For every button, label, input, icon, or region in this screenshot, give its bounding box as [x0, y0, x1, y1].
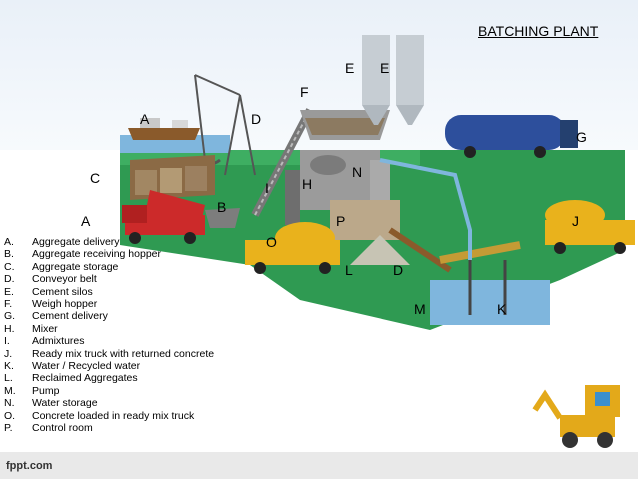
label-a-ship: A	[140, 111, 150, 127]
label-f: F	[300, 84, 309, 100]
legend-row: B. Aggregate receiving hopper	[4, 248, 214, 260]
legend-text: Water storage	[32, 397, 98, 410]
legend-row: K. Water / Recycled water	[4, 360, 214, 372]
label-h: H	[302, 176, 313, 192]
water-tank	[430, 280, 550, 325]
mixer-truck-loading	[245, 222, 340, 274]
legend-row: O. Concrete loaded in ready mix truck	[4, 410, 214, 422]
aggregate-storage	[130, 155, 215, 200]
label-p: P	[336, 213, 346, 229]
cement-tanker	[445, 115, 578, 158]
legend-row: E. Cement silos	[4, 286, 214, 298]
legend-row: I. Admixtures	[4, 335, 214, 347]
label-l: L	[345, 262, 353, 278]
legend-row: D. Conveyor belt	[4, 273, 214, 285]
label-m: M	[414, 301, 426, 317]
label-g: G	[576, 129, 587, 145]
crane	[194, 74, 256, 176]
footer-brand: fppt.com	[6, 460, 53, 472]
mixer-truck-returned	[545, 200, 635, 254]
legend-text: Ready mix truck with returned concrete	[32, 347, 215, 360]
legend-row: P. Control room	[4, 422, 214, 434]
legend-key: I.	[4, 335, 10, 348]
legend-key: J.	[4, 347, 13, 360]
legend-text: Cement delivery	[32, 310, 108, 323]
legend-text: Aggregate delivery	[32, 236, 120, 248]
legend-key: G.	[4, 310, 16, 323]
legend-key: H.	[4, 322, 15, 335]
legend-row: H. Mixer	[4, 323, 214, 335]
legend-text: Reclaimed Aggregates	[32, 372, 138, 385]
receiving-hopper	[205, 208, 240, 228]
label-d-conveyor: D	[251, 111, 262, 127]
legend-text: Cement silos	[32, 285, 93, 298]
legend-text: Pump	[32, 384, 60, 397]
footer-band	[0, 452, 638, 479]
legend-key: D.	[4, 273, 15, 286]
legend-row: N. Water storage	[4, 397, 214, 409]
reclaimed-aggregates-heap	[350, 235, 410, 265]
legend-key: B.	[4, 248, 14, 261]
red-dump-truck	[122, 190, 205, 244]
label-c: C	[90, 170, 101, 186]
label-j: J	[572, 213, 579, 229]
legend-row: J. Ready mix truck with returned concrete	[4, 348, 214, 360]
legend-row: C. Aggregate storage	[4, 261, 214, 273]
cement-silos	[362, 35, 424, 125]
legend: A. Aggregate delivery B. Aggregate receivi…	[4, 236, 214, 435]
legend-text: Mixer	[32, 322, 58, 335]
legend-key: O.	[4, 409, 16, 422]
legend-text: Control room	[32, 422, 93, 435]
legend-text: Concrete loaded in ready mix truck	[32, 409, 195, 422]
legend-row: A. Aggregate delivery	[4, 236, 214, 248]
legend-key: P.	[4, 422, 13, 435]
label-i: I	[265, 180, 269, 196]
legend-text: Weigh hopper	[32, 298, 98, 311]
label-e-2: E	[380, 60, 390, 76]
label-a-truck: A	[81, 213, 91, 229]
label-o: O	[266, 234, 277, 250]
label-e-1: E	[345, 60, 355, 76]
label-b: B	[217, 199, 227, 215]
legend-key: E.	[4, 285, 14, 298]
legend-text: Water / Recycled water	[32, 360, 141, 373]
ship	[128, 128, 200, 140]
excavator-icon	[532, 385, 620, 448]
legend-text: Aggregate storage	[32, 260, 119, 273]
legend-key: K.	[4, 360, 14, 373]
legend-text: Admixtures	[32, 335, 85, 348]
control-room	[330, 200, 400, 240]
legend-key: F.	[4, 298, 13, 311]
legend-row: M. Pump	[4, 385, 214, 397]
legend-key: L.	[4, 372, 13, 385]
label-d-screw: D	[393, 262, 404, 278]
label-k: K	[497, 301, 507, 317]
legend-key: C.	[4, 260, 15, 273]
legend-text: Aggregate receiving hopper	[32, 248, 162, 261]
legend-text: Conveyor belt	[32, 273, 97, 286]
legend-key: A.	[4, 236, 14, 248]
legend-key: M.	[4, 384, 16, 397]
label-n: N	[352, 164, 363, 180]
legend-row: L. Reclaimed Aggregates	[4, 372, 214, 384]
legend-key: N.	[4, 397, 15, 410]
legend-row: G. Cement delivery	[4, 310, 214, 322]
legend-row: F. Weigh hopper	[4, 298, 214, 310]
diagram-title: BATCHING PLANT	[478, 23, 599, 39]
